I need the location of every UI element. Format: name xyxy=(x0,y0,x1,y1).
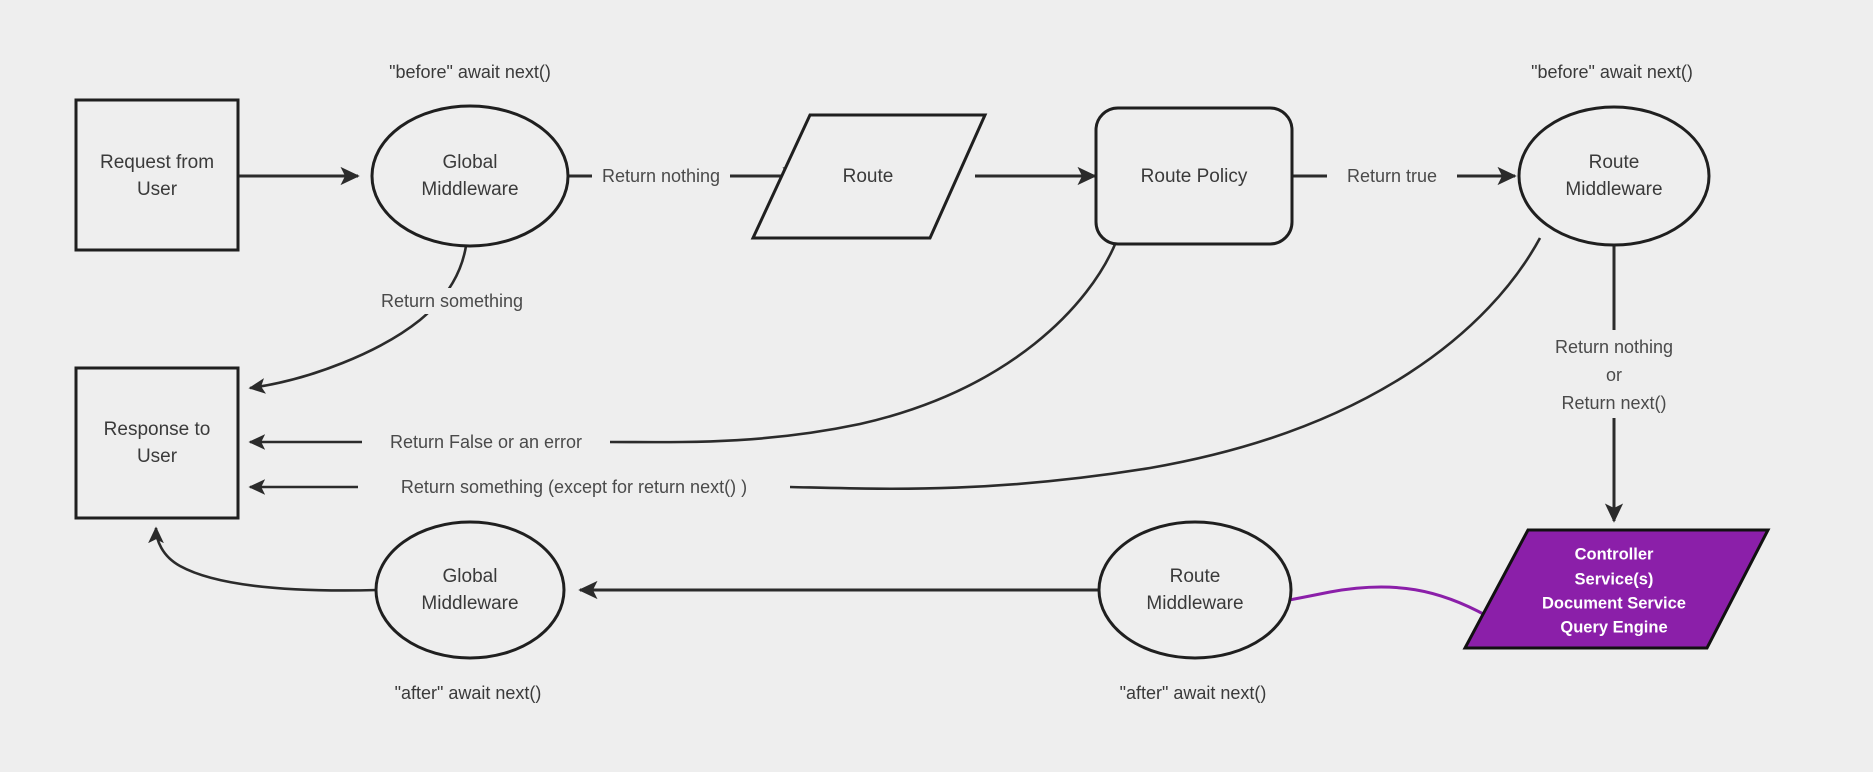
edge-label-return-something-except: Return something (except for return next… xyxy=(358,474,790,500)
edge-global-middleware-after-to-response xyxy=(148,526,379,592)
annotation-after-global-middleware: "after" await next() xyxy=(395,683,542,703)
edge-label-return-something: Return something xyxy=(365,288,540,314)
annotation-before-route-middleware-text: "before" await next() xyxy=(1531,62,1693,82)
node-global-middleware-after-line1: Global xyxy=(443,566,498,587)
annotation-before-global-middleware-text: "before" await next() xyxy=(389,62,551,82)
node-global-middleware-before[interactable]: Global Middleware xyxy=(370,104,570,248)
edge-label-return-something-text: Return something xyxy=(381,291,523,311)
edge-label-return-nothing-or-next: Return nothing or Return next() xyxy=(1530,330,1700,418)
node-global-middleware-before-line1: Global xyxy=(443,152,498,173)
edge-label-return-true: Return true xyxy=(1327,163,1457,189)
node-route-middleware-before[interactable]: Route Middleware xyxy=(1517,105,1711,247)
edge-label-return-nothing: Return nothing xyxy=(592,163,730,189)
node-route-middleware-before-line2: Middleware xyxy=(1565,179,1662,200)
annotation-before-global-middleware: "before" await next() xyxy=(389,62,551,82)
edge-route-policy-to-response xyxy=(248,241,1118,450)
node-controller-line3: Document Service xyxy=(1542,594,1686,612)
edge-label-return-false-or-error-text: Return False or an error xyxy=(390,432,582,452)
edge-label-return-nothing-text: Return nothing xyxy=(602,166,720,186)
node-global-middleware-after[interactable]: Global Middleware xyxy=(374,520,566,660)
node-route-middleware-after-line1: Route xyxy=(1170,566,1221,587)
edge-label-return-nothing-or-next-line2: or xyxy=(1606,365,1622,385)
edge-label-return-true-text: Return true xyxy=(1347,166,1437,186)
edge-route-middleware-to-response xyxy=(248,237,1542,495)
node-route-middleware-after-line2: Middleware xyxy=(1146,593,1243,614)
node-response-to-user[interactable]: Response to User xyxy=(74,366,240,520)
node-global-middleware-before-line2: Middleware xyxy=(421,179,518,200)
node-route[interactable]: Route xyxy=(750,113,988,240)
node-route-policy-label: Route Policy xyxy=(1141,166,1248,187)
node-request-from-user-line2: User xyxy=(137,179,178,200)
node-response-to-user-line1: Response to xyxy=(104,419,211,440)
node-global-middleware-after-line2: Middleware xyxy=(421,593,518,614)
node-controller-line4: Query Engine xyxy=(1560,618,1667,636)
node-controller-services[interactable]: Controller Service(s) Document Service Q… xyxy=(1462,528,1771,650)
edge-global-middleware-to-response xyxy=(248,245,468,394)
edge-label-return-nothing-or-next-line1: Return nothing xyxy=(1555,337,1673,357)
edge-label-return-false-or-error: Return False or an error xyxy=(362,429,610,455)
edge-label-return-something-except-text: Return something (except for return next… xyxy=(401,477,747,497)
node-request-from-user[interactable]: Request from User xyxy=(74,98,240,252)
node-route-policy[interactable]: Route Policy xyxy=(1094,106,1294,246)
annotation-after-route-middleware-text: "after" await next() xyxy=(1120,683,1267,703)
node-route-middleware-after[interactable]: Route Middleware xyxy=(1097,520,1293,660)
annotation-after-global-middleware-text: "after" await next() xyxy=(395,683,542,703)
node-controller-line1: Controller xyxy=(1575,545,1654,563)
node-route-middleware-before-line1: Route xyxy=(1589,152,1640,173)
node-route-label: Route xyxy=(843,166,894,187)
node-response-to-user-line2: User xyxy=(137,446,178,467)
annotation-before-route-middleware: "before" await next() xyxy=(1531,62,1693,82)
node-request-from-user-line1: Request from xyxy=(100,152,214,173)
annotation-after-route-middleware: "after" await next() xyxy=(1120,683,1267,703)
edge-label-return-nothing-or-next-line3: Return next() xyxy=(1561,393,1666,413)
node-controller-line2: Service(s) xyxy=(1575,570,1654,588)
